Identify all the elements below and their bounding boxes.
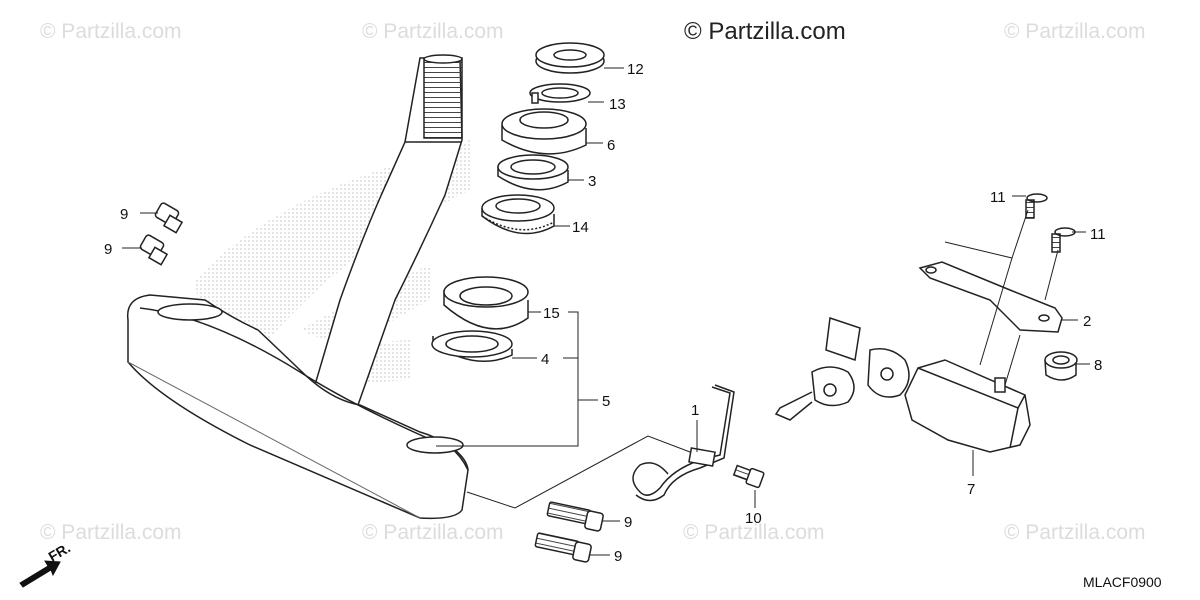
- front-direction-arrow: FR.: [19, 539, 73, 588]
- callout-labels: 12 13 6 3 14 15 4 5 1 10 9 9 9 9 11 11 2…: [104, 61, 1106, 565]
- watermark-bottom-center-right: © Partzilla.com: [683, 521, 825, 544]
- callout-5: 5: [602, 393, 610, 410]
- adjust-nut-part-6[interactable]: [501, 108, 587, 155]
- lower-dust-seal-part-4[interactable]: [431, 330, 513, 362]
- watermark-bottom-center-left: © Partzilla.com: [362, 521, 504, 544]
- bolt-part-10[interactable]: [732, 464, 765, 489]
- watermark-top-left: © Partzilla.com: [40, 20, 182, 43]
- callout-2: 2: [1083, 313, 1091, 330]
- callout-9-c: 9: [624, 514, 632, 531]
- watermark-bottom-left: © Partzilla.com: [40, 521, 182, 544]
- callout-12: 12: [627, 61, 644, 78]
- callout-6: 6: [607, 137, 615, 154]
- bolt-part-9-upper[interactable]: [154, 202, 184, 234]
- callout-9-d: 9: [614, 548, 622, 565]
- callout-14: 14: [572, 219, 589, 236]
- steering-stem-part-5[interactable]: [126, 54, 469, 520]
- callout-8: 8: [1094, 357, 1102, 374]
- copyright-text: © Partzilla.com: [684, 18, 846, 45]
- callout-7: 7: [967, 481, 975, 498]
- screw-part-11-right[interactable]: [1051, 227, 1076, 253]
- watermark-top-center: © Partzilla.com: [362, 20, 504, 43]
- lock-washer-part-13[interactable]: [529, 83, 591, 104]
- wire-clip-part-1[interactable]: [632, 384, 735, 502]
- callout-9-b: 9: [104, 241, 112, 258]
- lower-bearing-part-15[interactable]: [443, 276, 529, 330]
- collar-part-8[interactable]: [1044, 351, 1078, 381]
- bolt-part-9-middle[interactable]: [139, 234, 169, 266]
- ignition-switch-part-7[interactable]: [774, 316, 1031, 453]
- drawing-code: MLACF0900: [1083, 574, 1162, 590]
- bolt-part-9-lower-b[interactable]: [534, 532, 592, 563]
- callout-9-a: 9: [120, 206, 128, 223]
- bolt-part-9-lower-a[interactable]: [546, 501, 604, 532]
- callout-3: 3: [588, 173, 596, 190]
- leader-lines: [122, 67, 1090, 556]
- screw-part-11-left[interactable]: [1025, 193, 1048, 219]
- callout-1: 1: [691, 402, 699, 419]
- callout-11-a: 11: [990, 189, 1006, 206]
- callout-10: 10: [745, 510, 762, 527]
- watermark-bottom-right: © Partzilla.com: [1004, 521, 1146, 544]
- callout-4: 4: [541, 351, 549, 368]
- watermark-top-right: © Partzilla.com: [1004, 20, 1146, 43]
- upper-bearing-part-14[interactable]: [481, 194, 555, 235]
- callout-15: 15: [543, 305, 560, 322]
- callout-13: 13: [609, 96, 626, 113]
- callout-11-b: 11: [1090, 226, 1106, 243]
- lock-nut-part-12[interactable]: [535, 42, 605, 74]
- bracket-plate-part-2[interactable]: [918, 261, 1063, 333]
- dust-seal-part-3[interactable]: [497, 154, 569, 191]
